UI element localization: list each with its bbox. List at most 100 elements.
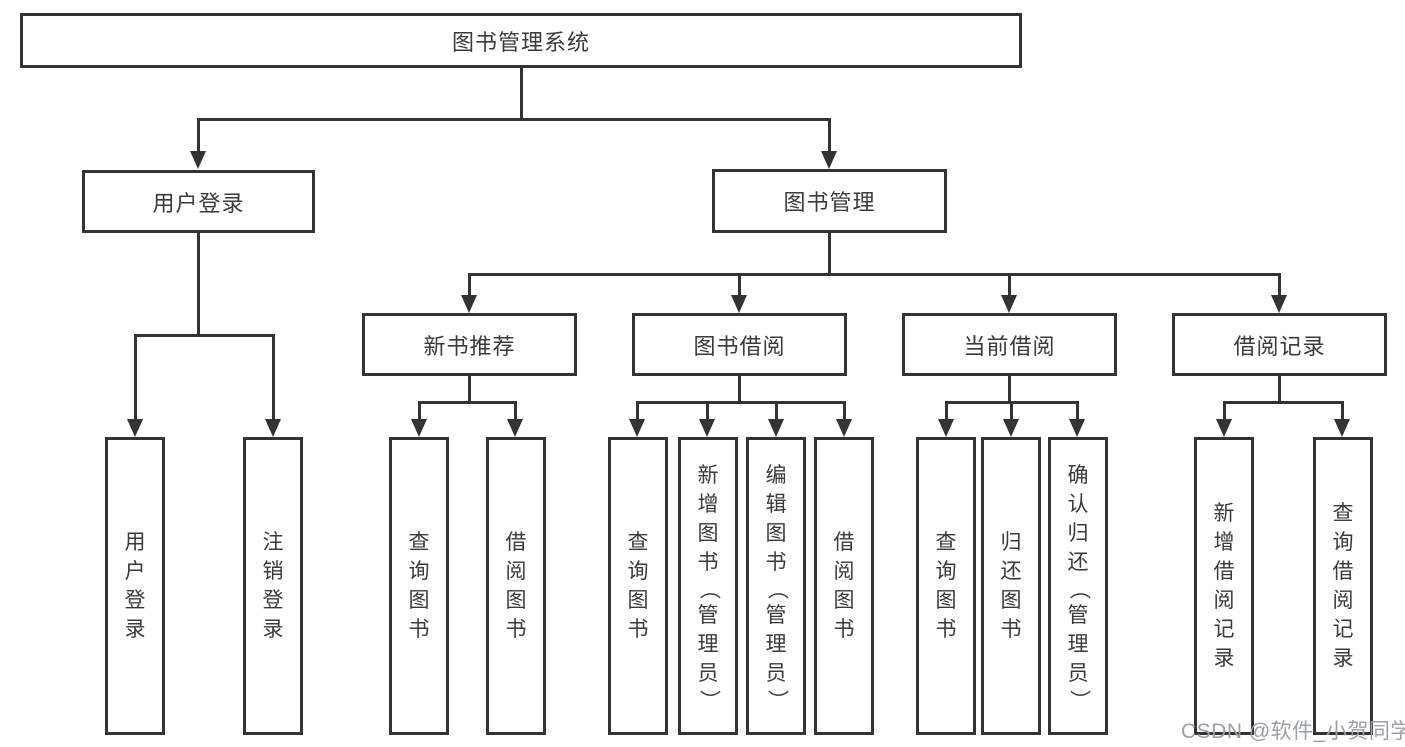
vertical-char: 新 <box>1213 502 1235 525</box>
connector-vertical-line <box>519 68 523 120</box>
leaf-label: 查询图书 <box>611 440 665 732</box>
vertical-char: 录 <box>1213 647 1235 670</box>
vertical-char: 图 <box>935 589 957 612</box>
vertical-char: 借 <box>1332 560 1354 583</box>
vertical-char: 销 <box>262 560 284 583</box>
connector-horizontal-line <box>133 333 275 337</box>
vertical-char: （ <box>697 578 720 599</box>
connector-vertical-line <box>1278 376 1281 404</box>
vertical-char: 理 <box>697 632 719 656</box>
connector-horizontal-line <box>944 400 1079 404</box>
vertical-char: 理 <box>765 632 787 656</box>
connector-vertical-line <box>468 274 471 302</box>
connector-vertical-line <box>417 402 421 426</box>
arrow-down-icon <box>507 419 523 437</box>
vertical-char: 图 <box>697 521 719 545</box>
arrow-down-icon <box>1271 295 1287 313</box>
vertical-char: 管 <box>1067 603 1089 627</box>
vertical-char: 查 <box>627 531 649 554</box>
vertical-char: 书 <box>697 550 719 574</box>
leaf-label: 新增借阅记录 <box>1197 440 1251 732</box>
arrow-down-icon <box>410 419 427 437</box>
vertical-char: 查 <box>408 531 430 554</box>
leaf-query-books-borrow: 查询图书 <box>608 437 668 735</box>
leaf-query-books-recommend: 查询图书 <box>389 437 449 735</box>
connector-horizontal-line <box>636 400 846 404</box>
vertical-char: 阅 <box>833 560 855 583</box>
vertical-char: 借 <box>1213 560 1235 583</box>
connector-vertical-line <box>706 402 709 426</box>
vertical-char: ） <box>697 689 720 710</box>
connector-vertical-line <box>271 335 275 426</box>
connector-horizontal-line <box>417 400 517 404</box>
leaf-label: 查询借阅记录 <box>1316 440 1370 732</box>
leaf-confirm-return-admin: 确认归还（管理员） <box>1048 437 1108 735</box>
vertical-char: 询 <box>1332 531 1354 554</box>
connector-vertical-line <box>738 376 741 404</box>
leaf-query-borrow-record: 查询借阅记录 <box>1313 437 1373 735</box>
connector-vertical-line <box>1341 402 1344 426</box>
vertical-char: （ <box>765 578 788 599</box>
vertical-char: 还 <box>1067 550 1089 574</box>
vertical-char: 查 <box>1332 502 1354 525</box>
connector-vertical-line <box>197 233 200 337</box>
vertical-char: 录 <box>1332 647 1354 670</box>
arrow-down-icon <box>629 419 645 437</box>
leaf-label: 新增图书（管理员） <box>681 440 735 732</box>
arrow-down-icon <box>1002 419 1019 437</box>
vertical-char: 询 <box>627 560 649 583</box>
vertical-char: 阅 <box>1332 589 1354 612</box>
vertical-char: 查 <box>935 531 957 554</box>
vertical-char: 登 <box>124 589 146 612</box>
vertical-char: 管 <box>765 603 787 627</box>
arrow-down-icon <box>126 419 143 437</box>
node-label: 图书管理 <box>783 190 876 215</box>
leaf-label: 查询图书 <box>919 440 973 732</box>
node-library-management-system: 图书管理系统 <box>20 13 1022 68</box>
leaf-label: 查询图书 <box>392 440 446 732</box>
connector-vertical-line <box>738 274 741 302</box>
vertical-char: 书 <box>1000 618 1022 641</box>
vertical-char: 确 <box>1067 463 1089 487</box>
leaf-logout: 注销登录 <box>243 437 303 735</box>
connector-vertical-line <box>828 233 831 276</box>
arrow-down-icon <box>937 419 954 437</box>
connector-vertical-line <box>133 335 137 426</box>
leaf-label: 编辑图书（管理员） <box>749 440 803 732</box>
vertical-char: 员 <box>765 661 787 685</box>
vertical-char: 图 <box>505 589 527 612</box>
vertical-char: 认 <box>1067 492 1089 516</box>
connector-vertical-line <box>1008 376 1011 404</box>
arrow-down-icon <box>1215 419 1232 437</box>
vertical-char: 书 <box>627 618 649 641</box>
connector-horizontal-line <box>1222 400 1344 404</box>
node-label: 图书借阅 <box>693 333 786 359</box>
connector-vertical-line <box>842 402 846 426</box>
connector-vertical-line <box>774 402 778 426</box>
vertical-char: 图 <box>1000 589 1022 612</box>
vertical-char: 图 <box>627 589 649 612</box>
leaf-edit-books-admin: 编辑图书（管理员） <box>746 437 806 735</box>
node-current-borrowing: 当前借阅 <box>902 313 1117 376</box>
connector-vertical-line <box>1076 402 1079 426</box>
arrow-down-icon <box>1001 295 1017 313</box>
connector-vertical-line <box>197 118 200 157</box>
connector-horizontal-line <box>197 117 831 121</box>
arrow-down-icon <box>190 151 206 169</box>
vertical-char: 借 <box>833 531 855 554</box>
vertical-char: ） <box>765 689 788 710</box>
connector-vertical-line <box>468 376 471 404</box>
vertical-char: 编 <box>765 463 787 487</box>
node-new-book-recommendation: 新书推荐 <box>362 313 577 376</box>
leaf-query-books-current: 查询图书 <box>916 437 976 735</box>
vertical-char: 登 <box>262 589 284 612</box>
arrow-down-icon <box>767 419 784 437</box>
connector-vertical-line <box>1008 274 1011 302</box>
vertical-char: 书 <box>408 618 430 641</box>
vertical-char: ） <box>1067 689 1090 710</box>
leaf-borrow-books: 借阅图书 <box>814 437 874 735</box>
arrow-down-icon <box>1334 419 1350 437</box>
vertical-char: 图 <box>765 521 787 545</box>
arrow-down-icon <box>699 419 715 437</box>
